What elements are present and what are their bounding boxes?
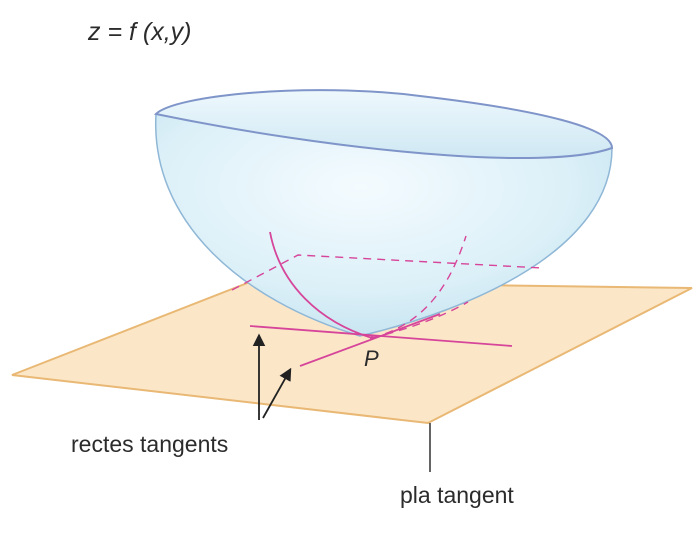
hidden-plane-edge xyxy=(231,254,543,291)
point-label: P xyxy=(364,346,379,371)
tangent-plane xyxy=(11,280,693,425)
paraboloid-opening xyxy=(153,89,614,160)
function-title: z = f (x,y) xyxy=(87,18,191,46)
surface-curve-x xyxy=(269,231,373,339)
tangent-plane-label: pla tangent xyxy=(400,482,514,508)
tangent-line-2 xyxy=(299,313,441,367)
arrow-to-tangent-line-2 xyxy=(262,367,292,419)
tangent-lines-label: rectes tangents xyxy=(71,431,228,457)
point-p-marker xyxy=(370,336,374,340)
